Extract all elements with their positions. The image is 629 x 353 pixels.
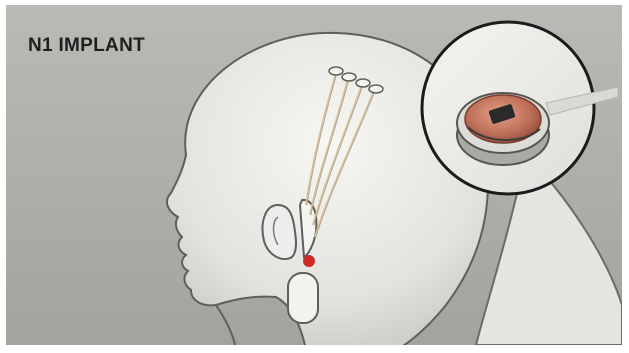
red-marker	[303, 255, 315, 267]
page-title: N1 IMPLANT	[28, 35, 145, 57]
implant-device	[457, 93, 549, 165]
neck-line	[216, 305, 236, 345]
illustration-panel: N1 IMPLANT	[6, 5, 622, 345]
external-pod	[288, 273, 318, 323]
